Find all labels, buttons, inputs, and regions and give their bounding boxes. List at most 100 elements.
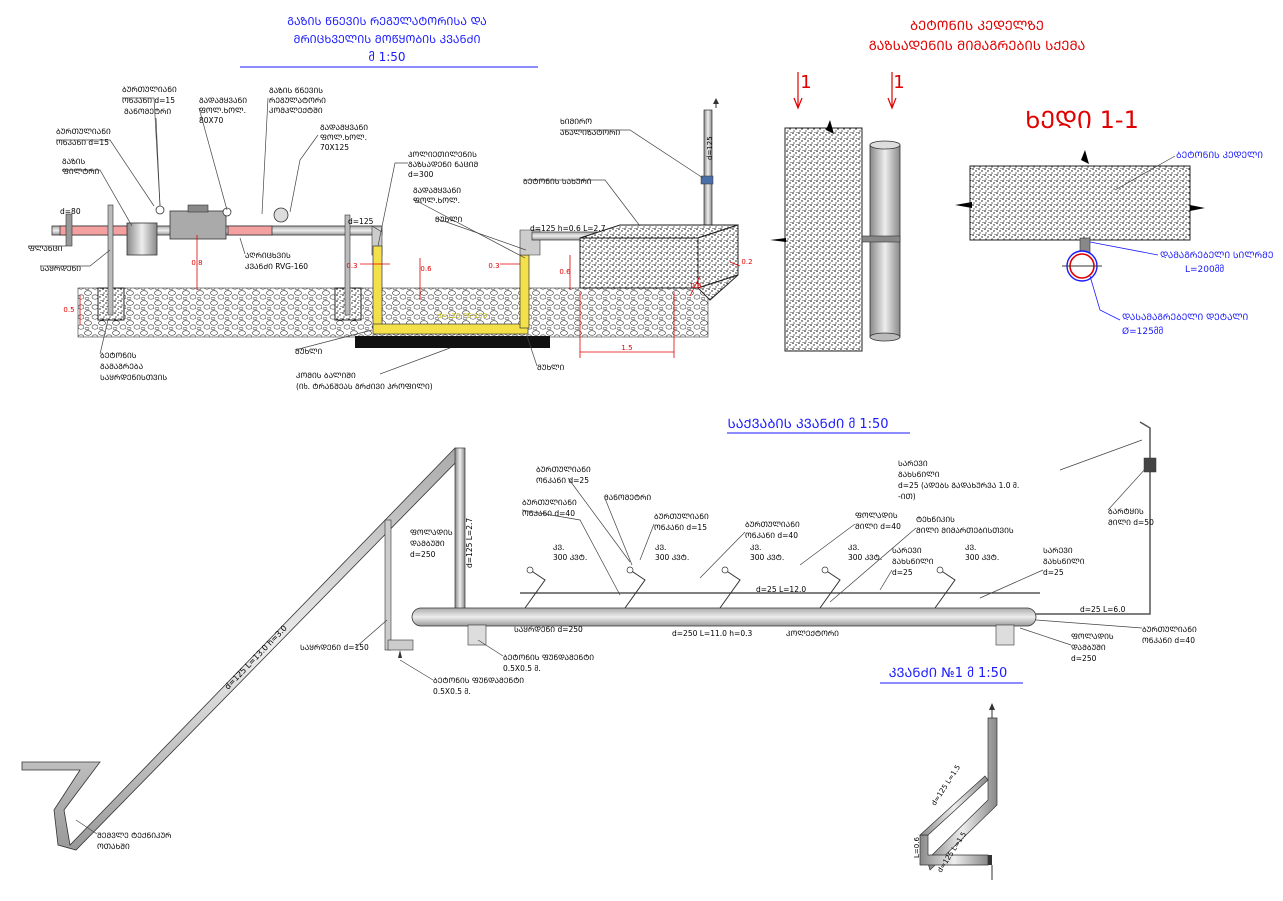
label-clamp-2: L=200მმ [1185, 264, 1224, 275]
label-valve-d15-2: ᲝᲜᲙᲐᲜᲘ d=15 [56, 138, 109, 147]
wall-section [969, 165, 1191, 241]
label-b-steel-1: ᲤᲝᲚᲐᲓᲘᲡ [855, 511, 898, 520]
label-b-vent-1: ᲑᲐᲠᲢᲧᲘᲡ [1108, 507, 1144, 516]
label-d125-vertical: d=125 [706, 136, 714, 160]
label-b-valve-d40b-2: ᲝᲜᲙᲐᲜᲘ d=40 [745, 531, 798, 540]
label-kw4-a: ᲙᲕ. [848, 543, 859, 552]
svg-text:0.6: 0.6 [420, 265, 432, 273]
label-b-tank-1: ᲢᲔᲮᲜᲘᲙᲘᲡ [916, 515, 955, 524]
label-collector2-2: ᲓᲐᲛᲑᲣᲨᲘ [1071, 643, 1106, 652]
label-found1-1: ᲑᲔᲢᲝᲜᲘᲡ ᲤᲣᲜᲓᲐᲛᲔᲜᲢᲘ [503, 653, 594, 662]
label-bracket-2: Ø=125მმ [1122, 326, 1164, 337]
label-d125: d=125 [348, 217, 374, 226]
node-drawing: d=125 L=1.5 d=125 L=1.5 L=0.6 [913, 703, 998, 880]
label-b-valve-d40-1: ᲑᲣᲠᲗᲣᲚᲘᲐᲜᲘ [522, 498, 577, 507]
yellow-riser-2 [519, 254, 530, 329]
analyzer-icon [700, 175, 714, 185]
label-d80: d=80 [60, 207, 81, 216]
label-pipe-spec: d=125 h=0.6 L=2.7 [530, 224, 606, 233]
label-transition2-1: ᲒᲐᲓᲐᲛᲧᲕᲐᲜᲘ [320, 123, 368, 132]
label-collector: ᲙᲝᲚᲔᲥᲢᲝᲠᲘ [786, 629, 839, 638]
label-d125-l27: d=125 L=2.7 [465, 518, 474, 568]
label-transition-3: 80X70 [199, 116, 223, 125]
label-b-valve-d40b-1: ᲑᲣᲠᲗᲣᲚᲘᲐᲜᲘ [745, 520, 800, 529]
label-poly-3: d=300 [408, 170, 434, 179]
label-b-purge2-1: ᲡᲐᲠᲔᲕᲘ [1043, 546, 1073, 555]
gas-filter [126, 222, 158, 256]
wall-title-line1: ᲑᲔᲢᲝᲜᲘᲡ ᲙᲔᲓᲔᲚᲖᲔ [910, 19, 1044, 34]
burner-branches [524, 566, 956, 609]
boiler-title-text: ᲡᲐᲥᲕᲐᲑᲘᲡ ᲙᲕᲐᲜᲫᲘ მ 1:50 [727, 417, 888, 432]
wall-side-view [784, 127, 863, 352]
node-title: ᲙᲕᲐᲜᲫᲘ №1 მ 1:50 [880, 666, 1023, 684]
label-b-valve-d25-2: ᲝᲜᲙᲐᲜᲘ d=25 [536, 476, 589, 485]
svg-text:0.5: 0.5 [63, 306, 74, 314]
manometer-icon [222, 207, 232, 217]
label-b-collector-2: ᲓᲐᲛᲑᲣᲨᲘ [410, 539, 445, 548]
label-concrete-wall: ᲑᲔᲢᲝᲜᲘᲡ ᲡᲐᲮᲣᲠᲘ [523, 177, 592, 186]
label-tape-1: ᲙᲝᲛᲘᲡ ᲑᲐᲚᲘᲨᲘ [296, 371, 356, 380]
section-mark-right: 1 [893, 72, 904, 93]
label-boiler-room-2: ᲝᲗᲐᲮᲨᲘ [97, 842, 130, 851]
section-title: ᲮᲔᲓᲘ 1-1 [1025, 106, 1139, 134]
label-collector2-3: d=250 [1071, 654, 1097, 663]
label-elbow-1: ᲛᲣᲮᲚᲘ [435, 215, 463, 224]
label-kw2-a: ᲙᲕ. [655, 543, 666, 552]
label-transition2-3: 70X125 [320, 143, 349, 152]
wall-drawing: 1 1 ᲑᲔᲢᲝᲜᲘᲡ ᲙᲔᲓᲔᲚᲘ ᲓᲐᲛᲐᲒᲠᲔᲑᲔᲚᲘ ᲡᲘᲚᲠᲛᲔ L=… [770, 72, 1273, 352]
label-clamp-1: ᲓᲐᲛᲐᲒᲠᲔᲑᲔᲚᲘ ᲡᲘᲚᲠᲛᲔ [1160, 251, 1273, 261]
section-mark-left: 1 [800, 72, 811, 93]
label-b-valve-d15-2: ᲝᲜᲙᲐᲜᲘ d=15 [654, 523, 707, 532]
label-b-manometer: ᲛᲐᲜᲝᲛᲔᲢᲠᲘ [604, 493, 651, 502]
yellow-riser-1 [372, 245, 383, 329]
label-node-l06: L=0.6 [913, 837, 921, 858]
label-concrete-base-3: ᲡᲐᲧᲠᲓᲔᲜᲘᲡᲗᲕᲘᲡ [100, 373, 167, 382]
label-b-purge2-2: ᲒᲐᲮᲡᲜᲘᲚᲘ [1043, 557, 1085, 566]
svg-text:0.3: 0.3 [488, 262, 499, 270]
regulator-title-scale: მ 1:50 [368, 50, 405, 64]
label-collector2-1: ᲤᲝᲚᲐᲓᲘᲡ [1071, 632, 1114, 641]
label-d25-l12: d=25 L=12.0 [756, 585, 806, 594]
regulator-title-line2: ᲛᲠᲘᲪᲮᲕᲔᲚᲘᲡ ᲛᲝᲬᲧᲝᲑᲘᲡ ᲙᲕᲐᲜᲫᲘ [293, 33, 480, 46]
meter-icon [273, 207, 289, 223]
label-poly-2: ᲒᲐᲖᲡᲐᲓᲔᲜᲘ ᲜᲐᲪᲘᲛ [408, 160, 478, 169]
label-support: ᲡᲐᲧᲠᲓᲔᲜᲘ [40, 264, 81, 273]
label-b-valve-d15-1: ᲑᲣᲠᲗᲣᲚᲘᲐᲜᲘ [654, 512, 709, 521]
label-regulator-1: ᲒᲐᲖᲘᲡ ᲬᲜᲔᲕᲘᲡ [269, 86, 323, 95]
label-kw1-a: ᲙᲕ. [553, 543, 564, 552]
label-b-purge1-2: ᲒᲐᲮᲡᲜᲘᲚᲘ [892, 557, 934, 566]
regulator-title: ᲒᲐᲖᲘᲡ ᲬᲜᲔᲕᲘᲡ ᲠᲔᲒᲣᲚᲐᲢᲝᲠᲘᲡᲐ ᲓᲐ ᲛᲠᲘᲪᲮᲕᲔᲚᲘᲡ … [240, 15, 538, 68]
label-valve-d15-1: ᲑᲣᲠᲗᲣᲚᲘᲐᲜᲘ [56, 127, 111, 136]
wall-title: ᲑᲔᲢᲝᲜᲘᲡ ᲙᲔᲓᲔᲚᲖᲔ ᲒᲐᲖᲡᲐᲓᲔᲜᲘᲡ ᲛᲘᲛᲐᲒᲠᲔᲑᲘᲡ ᲡᲥ… [869, 19, 1086, 54]
boiler-drawing: ᲑᲣᲠᲗᲣᲚᲘᲐᲜᲘ ᲝᲜᲙᲐᲜᲘ d=25 ᲛᲐᲜᲝᲛᲔᲢᲠᲘ ᲑᲣᲠᲗᲣᲚᲘ… [21, 421, 1197, 851]
label-poly-1: ᲞᲝᲚᲘᲔᲗᲘᲚᲔᲜᲘᲡ [408, 150, 477, 159]
label-b-purge-top-2: ᲒᲐᲮᲡᲜᲘᲚᲘ [898, 470, 940, 479]
label-b-valve-d40-2: ᲝᲜᲙᲐᲜᲘ d=40 [522, 509, 575, 518]
label-concrete-base-2: ᲒᲐᲛᲐᲒᲠᲔᲑᲐ [100, 362, 144, 371]
label-kw3-a: ᲙᲕ. [750, 543, 761, 552]
svg-text:0.3: 0.3 [346, 262, 357, 270]
label-b-purge-top-3: d=25 (ᲐᲓᲔᲑᲡ ᲒᲐᲓᲐᲮᲣᲠᲕᲐ 1.0 მ. [898, 481, 1019, 490]
label-valve-top-3: ᲛᲐᲜᲝᲛᲔᲢᲠᲘ [124, 107, 171, 116]
label-kw5-a: ᲙᲕ. [965, 543, 976, 552]
label-meter-2: ᲙᲕᲐᲜᲫᲘ RVG-160 [245, 262, 308, 271]
label-d125-l13: d=125 L=13.0 h=3.0 [223, 624, 289, 692]
node-title-text: ᲙᲕᲐᲜᲫᲘ №1 მ 1:50 [889, 666, 1007, 681]
label-b-collector-3: d=250 [410, 550, 436, 559]
label-b-purge-top-4: -ᲘᲗ) [898, 492, 916, 501]
label-transition-1: ᲒᲐᲓᲐᲛᲧᲕᲐᲜᲘ [199, 96, 247, 105]
label-analyzer-1: ᲮᲘᲛᲘᲠᲝ [560, 117, 592, 126]
label-bracket-1: ᲓᲐᲡᲐᲛᲐᲒᲠᲔᲑᲔᲚᲘ ᲓᲔᲢᲐᲚᲘ [1122, 313, 1249, 323]
label-b-purge1-1: ᲡᲐᲠᲔᲕᲘ [892, 546, 922, 555]
regulator-body [169, 210, 227, 240]
label-regulator-3: ᲙᲝᲛᲞᲚᲔᲥᲢᲨᲘ [269, 106, 323, 115]
poly-pipe-label: d=125 PE-100 [437, 312, 487, 320]
label-regulator-2: ᲠᲔᲒᲣᲚᲐᲢᲝᲠᲘ [269, 96, 326, 105]
label-boiler-room-1: ᲨᲔᲛᲕᲚᲔ ᲢᲔᲥᲜᲘᲙᲣᲠ [97, 831, 172, 840]
label-elbow-2: ᲛᲣᲮᲚᲘ [295, 347, 323, 356]
collector-pipe [411, 607, 1037, 627]
label-kw3-b: 300 ᲙᲕᲢ. [750, 553, 784, 562]
label-wall-concrete: ᲑᲔᲢᲝᲜᲘᲡ ᲙᲔᲓᲔᲚᲘ [1176, 151, 1263, 161]
warning-tape [355, 336, 550, 348]
